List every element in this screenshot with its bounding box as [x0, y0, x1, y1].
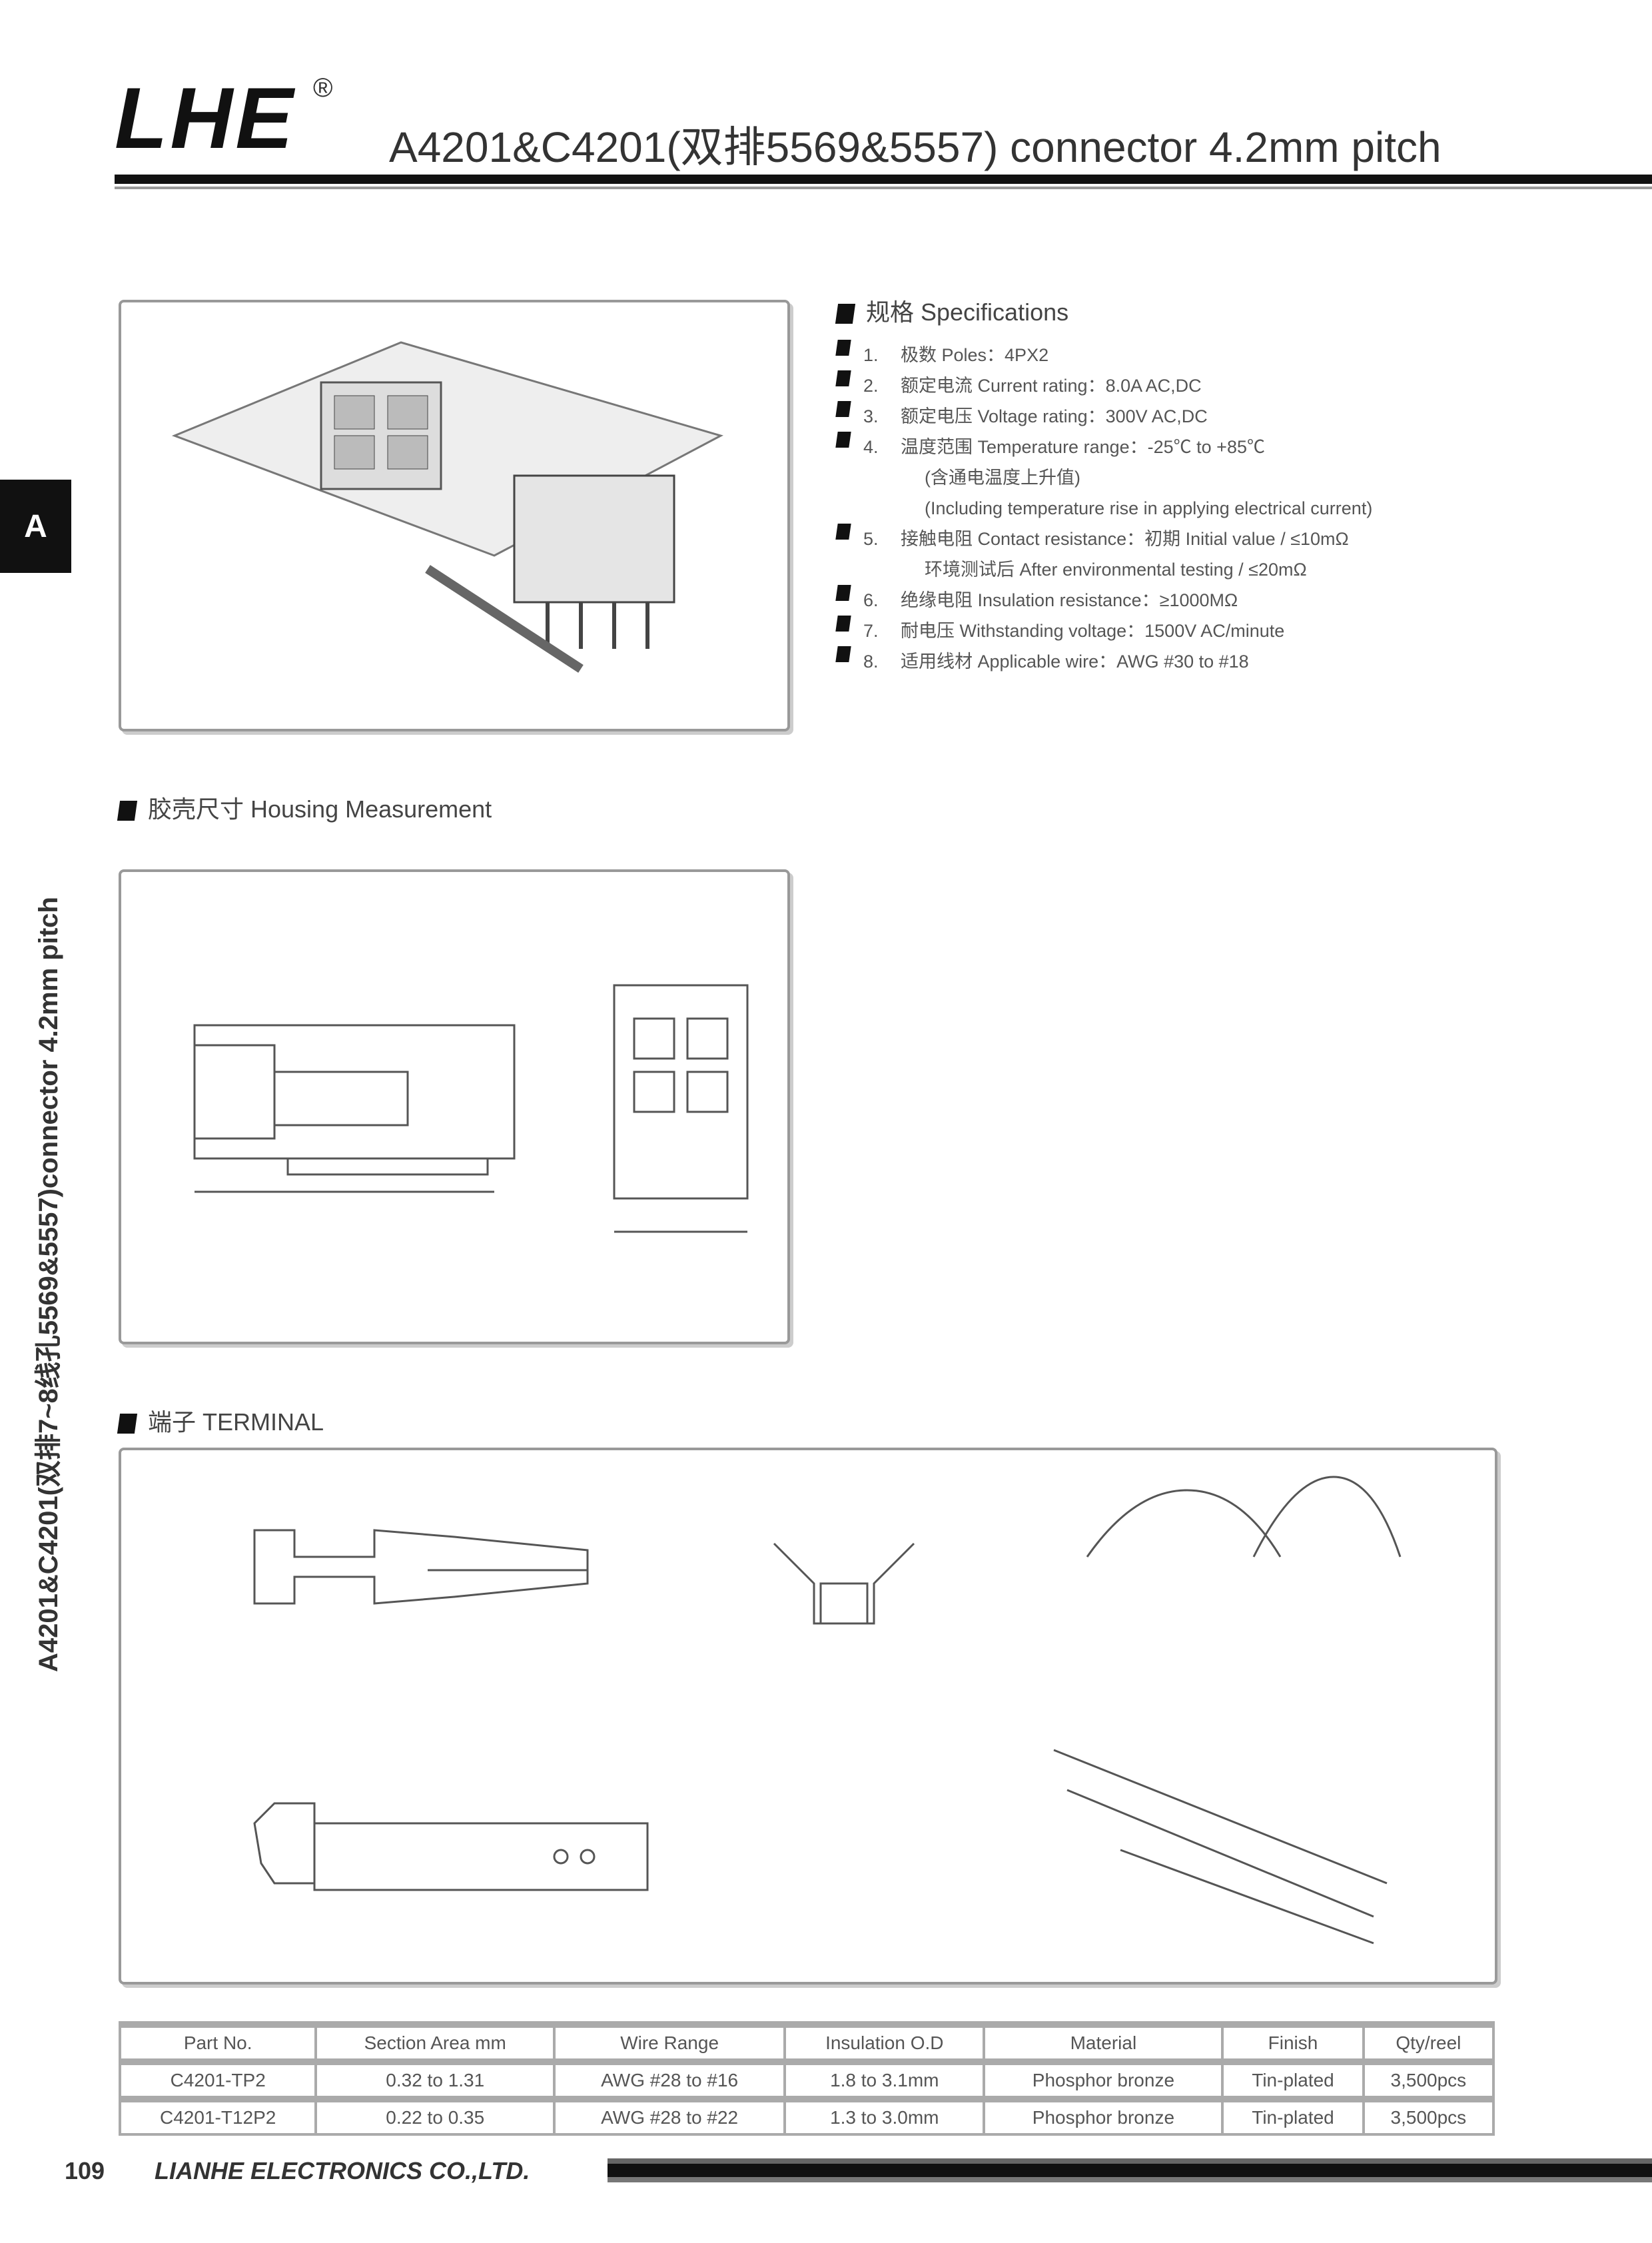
table-cell: 0.22 to 0.35 [314, 2098, 556, 2136]
terminal-dimension-drawing [253, 1476, 1402, 1945]
bullet-square-icon [835, 401, 851, 417]
spec-number: 8. [863, 652, 879, 672]
spec-text: 绝缘电阻 Insulation resistance：≥1000MΩ [901, 590, 1238, 610]
page-title: A4201&C4201(双排5569&5557) connector 4.2mm… [389, 123, 1442, 171]
spec-text: 额定电压 Voltage rating：300V AC,DC [901, 406, 1208, 426]
spec-text: 额定电流 Current rating：8.0A AC,DC [901, 376, 1202, 396]
dimension-heading-text: 胶壳尺寸 Housing Measurement [148, 795, 492, 823]
spec-text: 极数 Poles：4PX2 [901, 345, 1049, 365]
spec-item: 1. 极数 Poles：4PX2 [835, 340, 1372, 370]
spec-subline: (含通电温度上升值) [837, 462, 1372, 493]
spec-item: 6. 绝缘电阻 Insulation resistance：≥1000MΩ [835, 585, 1372, 616]
page-number: 109 [65, 2157, 105, 2184]
spec-subtext: (Including temperature rise in applying … [925, 498, 1373, 518]
spec-text: 接触电阻 Contact resistance：初期 Initial value… [901, 529, 1349, 549]
brand-logo: LHE [115, 69, 296, 167]
column-header: Material [983, 2023, 1224, 2063]
table-cell: 3,500pcs [1362, 2060, 1495, 2100]
spec-item: 4. 温度范围 Temperature range：-25℃ to +85℃ [835, 432, 1372, 462]
table-cell: AWG #28 to #22 [553, 2098, 787, 2136]
table-cell: Tin-plated [1221, 2098, 1365, 2136]
spec-number: 1. [863, 345, 879, 365]
table-cell: C4201-T12P2 [118, 2098, 318, 2136]
spec-subline: (Including temperature rise in applying … [837, 493, 1372, 524]
column-header: Insulation O.D [783, 2023, 986, 2063]
bullet-square-icon [117, 801, 138, 821]
spec-text: 耐电压 Withstanding voltage：1500V AC/minute [901, 621, 1285, 641]
spec-subtext: 环境测试后 After environmental testing / ≤20m… [925, 560, 1307, 580]
table-cell: 0.32 to 1.31 [314, 2060, 556, 2100]
header-rule-thin [115, 187, 1652, 189]
table-cell: Phosphor bronze [983, 2098, 1224, 2136]
spec-number: 4. [863, 437, 879, 457]
column-header: Wire Range [553, 2023, 787, 2063]
bullet-square-icon [835, 340, 851, 356]
table-cell: 1.3 to 3.0mm [783, 2098, 986, 2136]
spec-item: 2. 额定电流 Current rating：8.0A AC,DC [835, 370, 1372, 401]
bullet-square-icon [835, 524, 851, 540]
spec-number: 3. [863, 406, 879, 426]
table-cell: Phosphor bronze [983, 2060, 1224, 2100]
column-header: Section Area mm [314, 2023, 556, 2063]
spec-number: 5. [863, 529, 879, 549]
spec-subline: 环境测试后 After environmental testing / ≤20m… [837, 554, 1372, 585]
spec-item: 3. 额定电压 Voltage rating：300V AC,DC [835, 401, 1372, 432]
spec-number: 7. [863, 621, 879, 641]
table-cell: 3,500pcs [1362, 2098, 1495, 2136]
spec-number: 2. [863, 376, 879, 396]
terminal-drawing-box [119, 1448, 1497, 1985]
bullet-square-icon [835, 432, 851, 448]
terminal-heading: 端子 TERMINAL [117, 1403, 324, 1438]
terminal-heading-text: 端子 TERMINAL [148, 1408, 324, 1436]
product-photo-box [119, 300, 790, 731]
footer-bar [608, 2158, 1652, 2182]
vertical-side-title: A4201&C4201(双排7~8线孔5569&5557)connector 4… [34, 897, 63, 1672]
connector-illustration [171, 341, 723, 673]
company-name: LIANHE ELECTRONICS CO.,LTD. [155, 2157, 530, 2184]
dimension-heading: 胶壳尺寸 Housing Measurement [117, 790, 492, 825]
section-tab: A [0, 480, 71, 573]
specs-list: 1. 极数 Poles：4PX2 2. 额定电流 Current rating：8.0… [835, 340, 1372, 677]
registered-mark: ® [313, 73, 333, 103]
bullet-square-icon [835, 370, 851, 386]
column-header: Part No. [118, 2023, 318, 2063]
table-cell: C4201-TP2 [118, 2060, 318, 2100]
bullet-square-icon [835, 304, 856, 324]
column-header: Qty/reel [1362, 2023, 1495, 2063]
spec-item: 8. 适用线材 Applicable wire：AWG #30 to #18 [835, 646, 1372, 677]
column-header: Finish [1221, 2023, 1365, 2063]
specs-heading: 规格 Specifications [835, 293, 1069, 328]
table-cell: 1.8 to 3.1mm [783, 2060, 986, 2100]
spec-item: 5. 接触电阻 Contact resistance：初期 Initial val… [835, 524, 1372, 554]
spec-number: 6. [863, 590, 879, 610]
table-cell: AWG #28 to #16 [553, 2060, 787, 2100]
spec-subtext: (含通电温度上升值) [925, 468, 1080, 488]
header-rule [115, 175, 1652, 184]
specs-heading-text: 规格 Specifications [866, 298, 1069, 326]
bullet-square-icon [117, 1414, 138, 1434]
housing-dimension-drawing [193, 984, 749, 1233]
bullet-square-icon [835, 616, 851, 632]
bullet-square-icon [835, 585, 851, 601]
spec-item: 7. 耐电压 Withstanding voltage：1500V AC/minu… [835, 616, 1372, 646]
spec-text: 温度范围 Temperature range：-25℃ to +85℃ [901, 437, 1265, 457]
table-cell: Tin-plated [1221, 2060, 1365, 2100]
bullet-square-icon [835, 646, 851, 662]
spec-text: 适用线材 Applicable wire：AWG #30 to #18 [901, 652, 1249, 672]
dimension-drawing-box [119, 869, 790, 1344]
